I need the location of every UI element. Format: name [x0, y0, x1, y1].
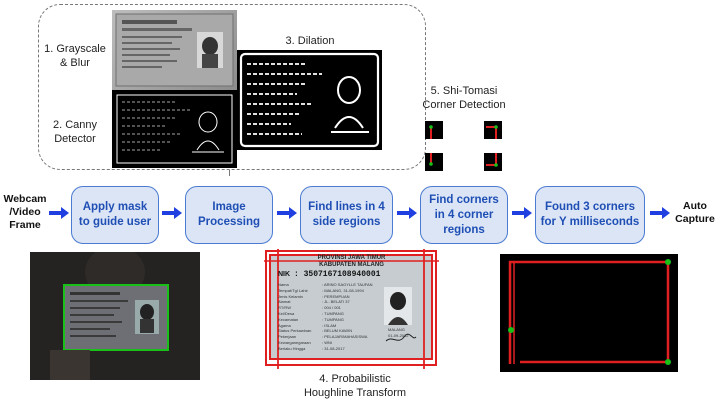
label-dilation: 3. Dilation: [265, 34, 355, 48]
arrow-icon: [49, 207, 69, 219]
card-regency: KABUPATEN MALANG: [264, 262, 439, 268]
corners-result: [500, 254, 678, 372]
arrow-icon: [397, 207, 417, 219]
connector-tick: [229, 170, 230, 176]
dilation-edge-art: [237, 50, 382, 150]
step-find-lines: Find lines in 4 side regions: [300, 186, 393, 244]
arrow-icon: [162, 207, 182, 219]
corner-top-right: [484, 121, 502, 139]
step-image-processing: Image Processing: [185, 186, 273, 244]
corner-bottom-right: [484, 153, 502, 171]
grayscale-card-art: [112, 10, 237, 90]
input-label: Webcam /Video Frame: [2, 193, 48, 232]
label-grayscale: 1. Grayscale & Blur: [40, 42, 110, 70]
corner-bottom-left: [425, 153, 443, 171]
card-nik: : 3507167108940001: [294, 270, 380, 279]
webcam-frame: [30, 252, 200, 380]
canny-edge-art: [112, 90, 237, 168]
card-nik-label: NIK: [278, 271, 290, 278]
label-hough: 4. Probabilistic Houghline Transform: [290, 372, 420, 400]
webcam-frame-art: [30, 252, 200, 380]
grayscale-thumbnail: [112, 10, 237, 90]
card-place: MALANG: [388, 327, 405, 332]
hough-card-image: PROVINSI JAWA TIMUR KABUPATEN MALANG NIK…: [264, 249, 439, 369]
arrow-icon: [650, 207, 670, 219]
label-canny: 2. Canny Detector: [40, 118, 110, 146]
corner-top-left: [425, 121, 443, 139]
card-date: 01-09-2012: [388, 333, 408, 338]
dilation-thumbnail: [237, 50, 382, 150]
step-find-corners: Find corners in 4 corner regions: [420, 186, 508, 244]
label-shi-tomasi: 5. Shi-Tomasi Corner Detection: [412, 84, 516, 112]
arrow-icon: [512, 207, 532, 219]
arrow-icon: [277, 207, 297, 219]
corners-result-art: [500, 254, 678, 372]
card-values: : ARINO SAGYLLE TAUFAN: MALANG, 31-08-19…: [322, 282, 382, 352]
step-found-corners: Found 3 corners for Y milliseconds: [535, 186, 645, 244]
card-province: PROVINSI JAWA TIMUR: [264, 255, 439, 261]
canny-thumbnail: [112, 90, 237, 168]
step-apply-mask: Apply mask to guide user: [71, 186, 159, 244]
output-label: Auto Capture: [672, 200, 718, 226]
